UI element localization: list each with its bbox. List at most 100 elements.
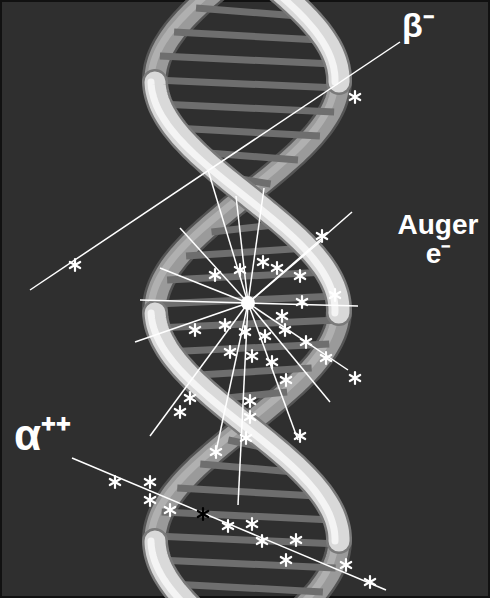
mark-arm [257,538,267,544]
mark-arm [198,511,208,517]
mark-arm [145,497,155,503]
ionization-mark [280,324,290,336]
beta-label: β⁻ [402,8,462,44]
base-pair [162,512,333,520]
ionization-mark [301,336,311,348]
alpha-track [72,458,386,590]
mark-arm [350,375,360,381]
mark-arm [280,327,290,333]
mark-arm [350,94,360,100]
mark-arm [190,327,200,333]
ionization-mark [365,576,375,588]
mark-arm [110,479,120,485]
mark-arm [210,272,220,278]
mark-arm [145,497,155,503]
ionization-mark [165,504,175,516]
mark-arm [330,292,340,298]
mark-arm [317,233,327,239]
mark-arm [258,259,268,265]
mark-arm [245,398,255,404]
ionization-mark [240,326,250,338]
base-pair [160,56,334,64]
dna-strand [155,541,204,598]
mark-arm [235,267,245,273]
mark-arm [247,353,257,359]
mark-arm [220,322,230,328]
auger-track [236,196,248,303]
auger-track [140,300,248,303]
base-pair [155,80,339,88]
mark-arm [190,327,200,333]
mark-arm [245,414,255,420]
mark-arm [220,322,230,328]
ionization-mark [258,256,268,268]
ionization-mark [220,319,230,331]
auger-label: Auger e⁻ [390,210,486,269]
ionization-mark [295,430,305,442]
mark-arm [225,349,235,355]
ionization-mark [295,270,305,282]
auger-track [208,170,248,303]
ionization-mark [175,406,185,418]
mark-arm [245,414,255,420]
mark-arm [175,409,185,415]
ionization-mark [341,559,351,571]
mark-arm [70,262,80,268]
mark-arm [365,579,375,585]
base-pair [167,272,327,280]
ionization-mark [297,296,307,308]
ionization-marks [70,91,375,588]
mark-arm [145,479,155,485]
ionization-mark [245,411,255,423]
auger-track [160,268,248,303]
mark-arm [295,433,305,439]
ionization-mark [145,476,155,488]
mark-arm [295,273,305,279]
mark-arm [291,537,301,543]
auger-track [248,240,322,303]
auger-track [248,212,352,303]
mark-arm [240,329,250,335]
mark-arm [223,523,233,529]
mark-arm [321,355,331,361]
mark-arm [341,562,351,568]
mark-arm [341,562,351,568]
mark-arm [211,449,221,455]
mark-arm [145,479,155,485]
mark-arm [235,267,245,273]
mark-arm [321,355,331,361]
mark-arm [198,511,208,517]
mark-arm [295,273,305,279]
mark-arm [277,313,287,319]
mark-arm [165,507,175,513]
ionization-mark [190,324,200,336]
base-pair [174,32,320,40]
mark-arm [281,557,291,563]
mark-arm [267,359,277,365]
ionization-mark [277,310,287,322]
mark-arm [350,375,360,381]
base-pair [165,344,330,352]
strand-highlight [151,313,335,541]
mark-arm [272,265,282,271]
mark-arm [185,395,195,401]
base-pair [158,560,335,568]
mark-arm [257,538,267,544]
mark-arm [365,579,375,585]
base-pair [160,104,334,112]
ionization-mark [235,264,245,276]
mark-arm [70,262,80,268]
ionization-mark [272,262,282,274]
ionization-mark [223,520,233,532]
mark-arm [210,272,220,278]
auger-track [248,303,330,402]
mark-arm [241,435,251,441]
ionization-mark [198,508,208,520]
mark-arm [291,537,301,543]
ionization-mark [291,534,301,546]
strand-edge [155,541,204,598]
mark-arm [241,435,251,441]
mark-arm [317,233,327,239]
base-pair [155,536,339,544]
base-pair [171,584,323,592]
